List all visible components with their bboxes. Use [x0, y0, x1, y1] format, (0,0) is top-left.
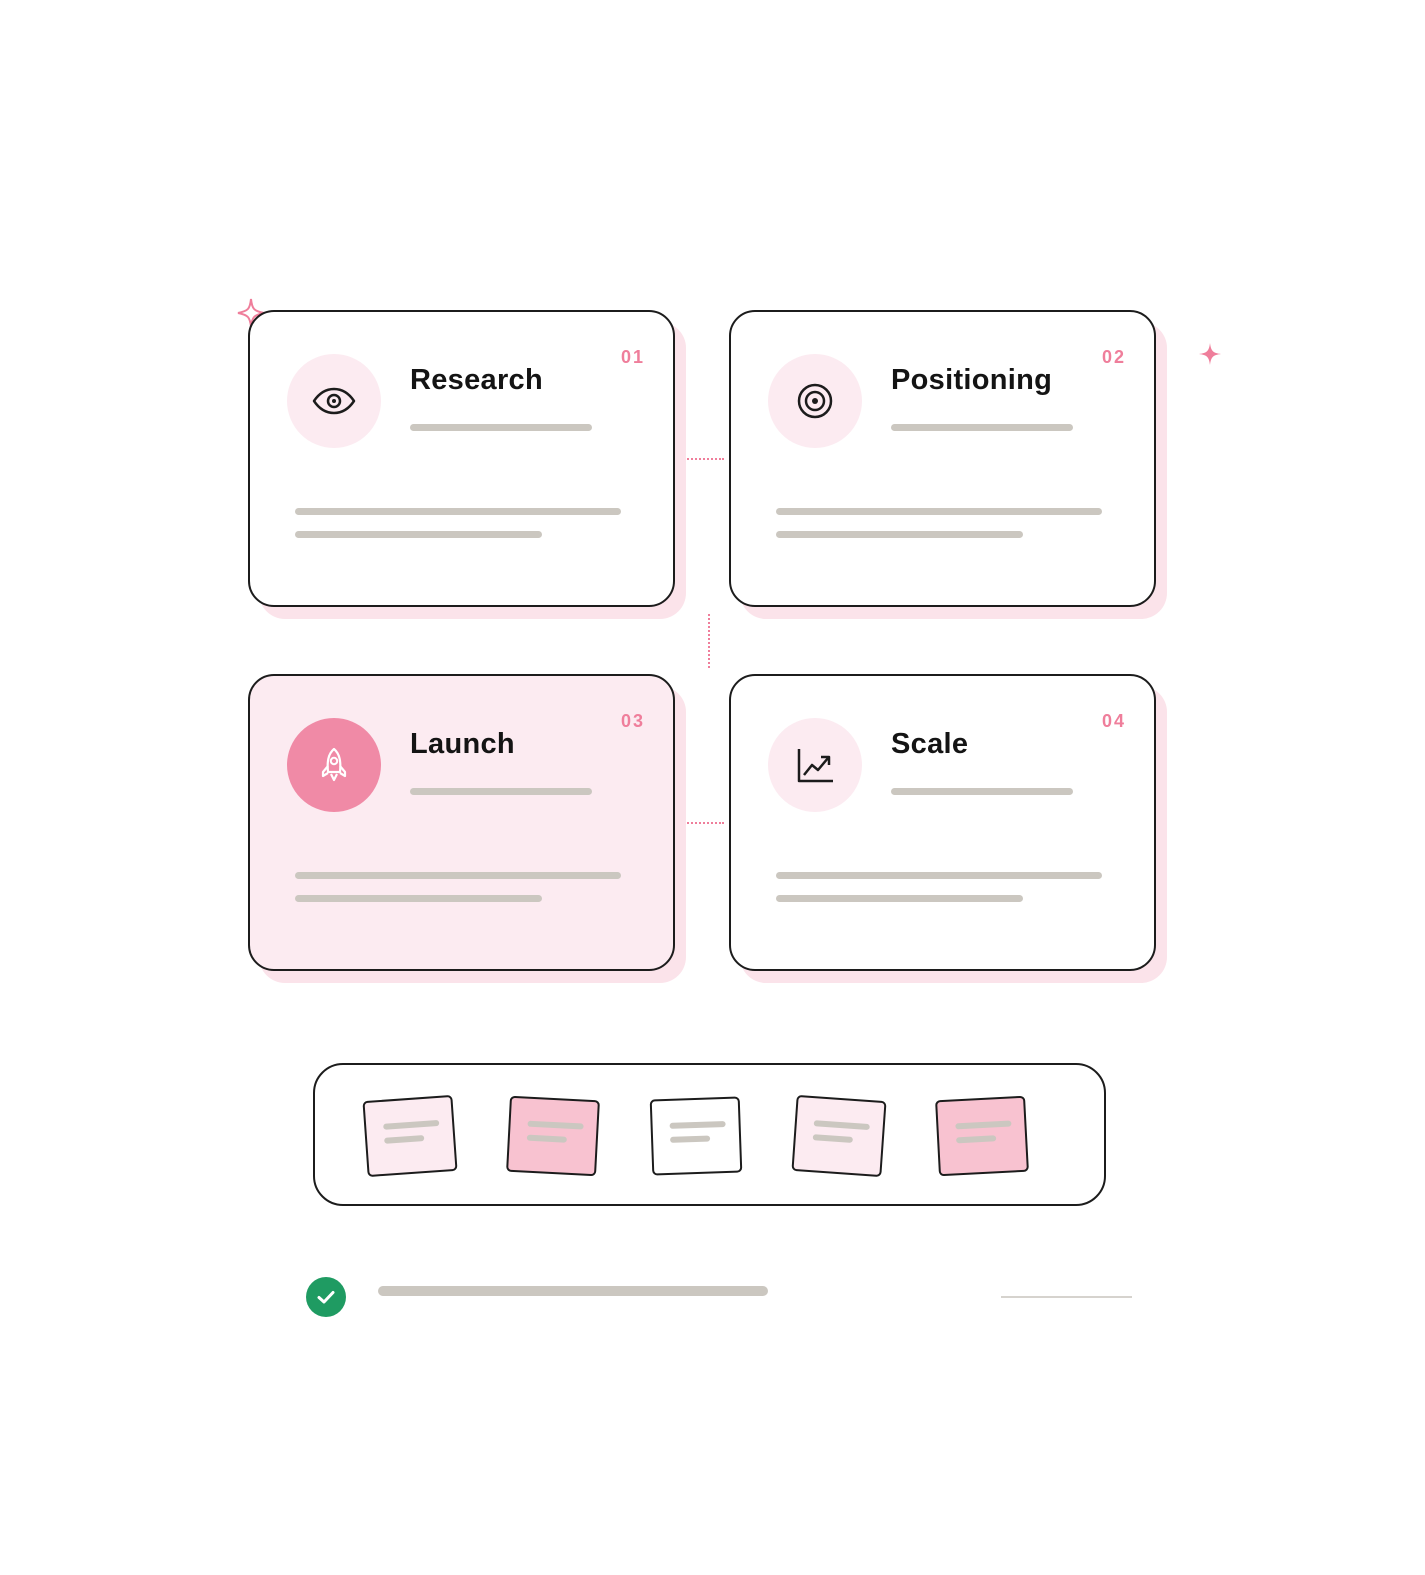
- card-title: Research: [410, 364, 543, 396]
- sparkle-filled-icon: [1199, 343, 1221, 365]
- chart-up-icon: [797, 749, 833, 783]
- placeholder-line: [776, 872, 1102, 879]
- divider-line: [1001, 1296, 1132, 1298]
- placeholder-line: [384, 1135, 425, 1144]
- connector-01-02: [684, 458, 724, 460]
- icon-badge: [768, 718, 862, 812]
- card-title: Scale: [891, 728, 969, 760]
- step-card-positioning[interactable]: Positioning 02: [729, 310, 1156, 607]
- eye-icon: [312, 387, 356, 415]
- placeholder-line: [295, 508, 621, 515]
- placeholder-line: [891, 788, 1073, 795]
- placeholder-line: [383, 1119, 440, 1130]
- card-title: Launch: [410, 728, 515, 760]
- placeholder-line: [891, 424, 1073, 431]
- step-number: 02: [1101, 347, 1126, 367]
- tray-tile[interactable]: [506, 1095, 600, 1177]
- step-card-scale[interactable]: Scale 04: [729, 674, 1156, 971]
- icon-badge: [287, 718, 381, 812]
- placeholder-line: [776, 895, 1023, 902]
- tray-tile[interactable]: [791, 1094, 887, 1178]
- placeholder-line: [670, 1135, 711, 1143]
- placeholder-line: [410, 788, 592, 795]
- placeholder-line: [813, 1120, 870, 1131]
- card-title: Positioning: [891, 364, 1053, 396]
- step-card-launch[interactable]: Launch 03: [248, 674, 675, 971]
- placeholder-line: [812, 1134, 853, 1143]
- status-placeholder-line: [378, 1286, 768, 1296]
- tile-tray: [313, 1063, 1106, 1206]
- connector-03-04: [684, 822, 724, 824]
- rocket-icon: [321, 747, 347, 782]
- placeholder-line: [295, 895, 542, 902]
- target-icon: [797, 383, 833, 419]
- placeholder-line: [526, 1134, 567, 1143]
- step-number: 04: [1101, 711, 1126, 731]
- placeholder-line: [295, 872, 621, 879]
- placeholder-line: [776, 508, 1102, 515]
- placeholder-line: [527, 1120, 584, 1130]
- placeholder-line: [955, 1120, 1012, 1130]
- step-number: 03: [620, 711, 645, 731]
- step-number: 01: [620, 347, 645, 367]
- placeholder-line: [669, 1120, 726, 1129]
- icon-badge: [287, 354, 381, 448]
- tray-tile[interactable]: [649, 1096, 743, 1176]
- placeholder-line: [776, 531, 1023, 538]
- check-circle-icon: [306, 1277, 346, 1317]
- step-card-research[interactable]: Research 01: [248, 310, 675, 607]
- placeholder-line: [410, 424, 592, 431]
- connector-02-03: [708, 614, 710, 668]
- tray-tile[interactable]: [935, 1095, 1029, 1177]
- icon-badge: [768, 354, 862, 448]
- placeholder-line: [295, 531, 542, 538]
- placeholder-line: [956, 1135, 997, 1144]
- tray-tile[interactable]: [362, 1094, 458, 1178]
